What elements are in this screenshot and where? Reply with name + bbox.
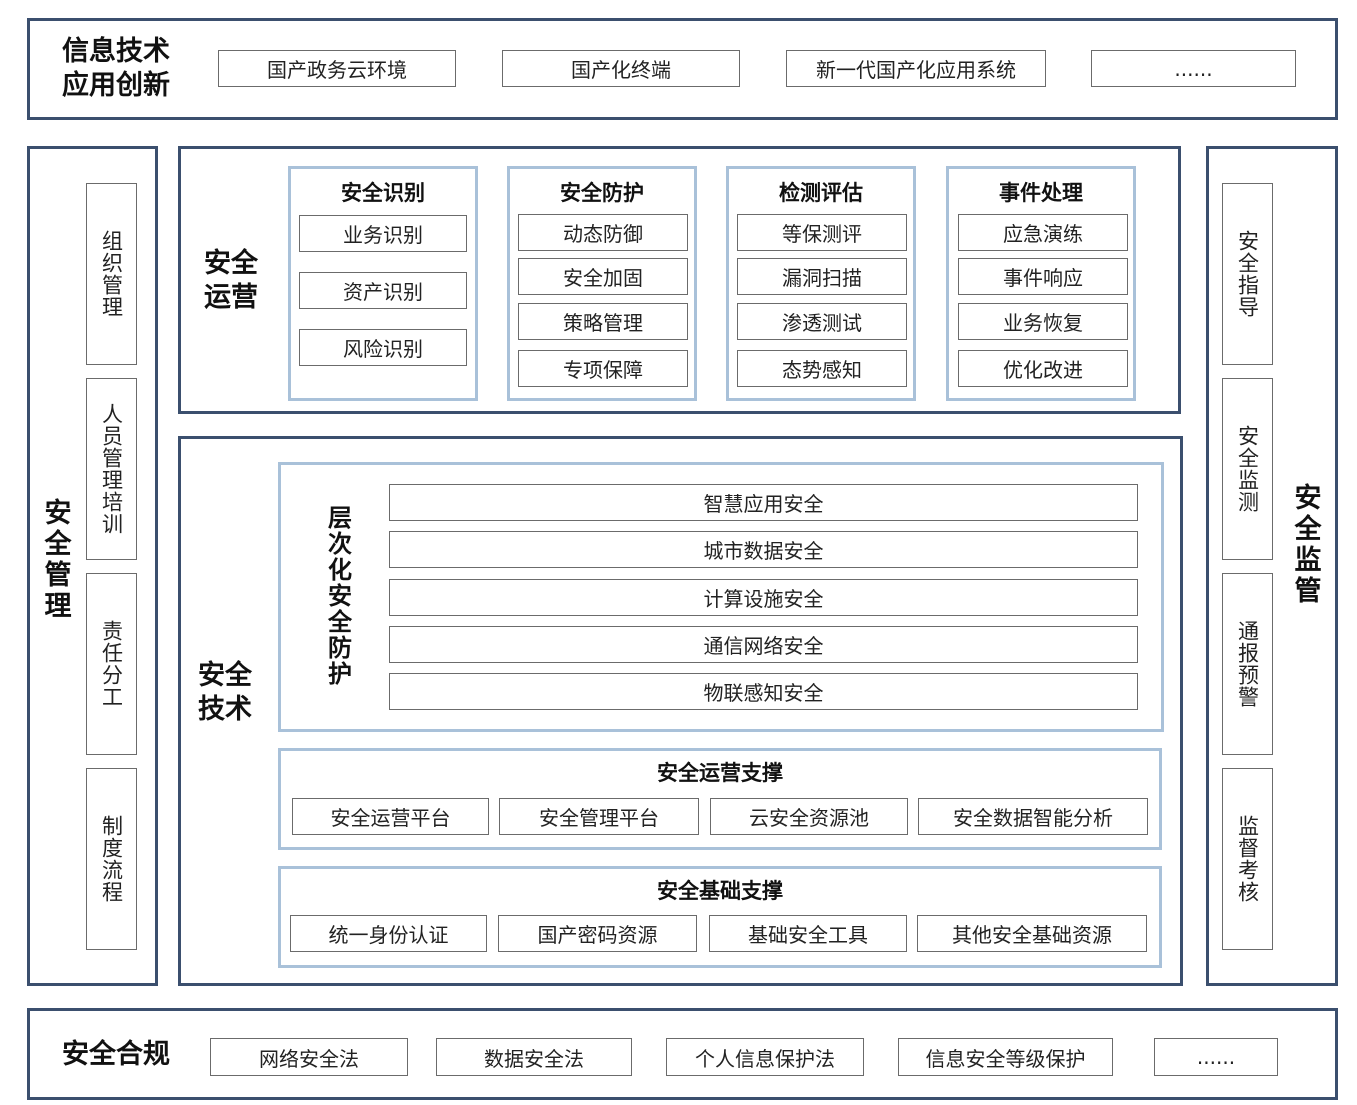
ops-protect-item-3: 策略管理 (518, 303, 688, 340)
ops-support-item-4: 安全数据智能分析 (918, 798, 1148, 835)
left-item-1-label: 组织管理 (99, 230, 124, 318)
ops-protect-item-1: 动态防御 (518, 214, 688, 251)
left-item-1: 组织管理 (86, 183, 137, 365)
bottom-item-5: ...... (1154, 1038, 1278, 1076)
layer-item-4: 通信网络安全 (389, 626, 1138, 663)
right-item-3-label: 通报预警 (1235, 620, 1260, 708)
ops-incident-item-1: 应急演练 (958, 214, 1128, 251)
ops-group-protect-title: 安全防护 (560, 181, 644, 205)
top-item-1: 国产政务云环境 (218, 50, 456, 87)
right-item-2: 安全监测 (1222, 378, 1273, 560)
left-item-2: 人员管理培训 (86, 378, 137, 560)
layer-item-1: 智慧应用安全 (389, 484, 1138, 521)
ops-identify-item-1: 业务识别 (299, 215, 467, 252)
bottom-item-1: 网络安全法 (210, 1038, 408, 1076)
bottom-item-2: 数据安全法 (436, 1038, 632, 1076)
right-column-title: 安全监管 (1280, 455, 1330, 635)
ops-protect-item-4: 专项保障 (518, 350, 688, 387)
layered-protection-title: 层次化安全防护 (312, 476, 364, 716)
top-item-2: 国产化终端 (502, 50, 740, 87)
ops-identify-item-2: 资产识别 (299, 272, 467, 309)
ops-assess-item-2: 漏洞扫描 (737, 258, 907, 295)
top-item-3: 新一代国产化应用系统 (786, 50, 1046, 87)
bottom-item-4: 信息安全等级保护 (898, 1038, 1113, 1076)
ops-identify-item-3: 风险识别 (299, 329, 467, 366)
bottom-item-3: 个人信息保护法 (666, 1038, 864, 1076)
right-item-2-label: 安全监测 (1235, 425, 1260, 513)
layer-item-3: 计算设施安全 (389, 579, 1138, 616)
ops-protect-item-2: 安全加固 (518, 258, 688, 295)
left-item-4: 制度流程 (86, 768, 137, 950)
bottom-row-title: 安全合规 (62, 1039, 170, 1071)
right-item-3: 通报预警 (1222, 573, 1273, 755)
base-support-title: 安全基础支撑 (657, 879, 783, 903)
layer-item-5: 物联感知安全 (389, 673, 1138, 710)
operations-title: 安全 运营 (204, 248, 258, 313)
top-row-title: 信息技术 应用创新 (62, 36, 170, 101)
ops-group-identify-title: 安全识别 (341, 181, 425, 205)
left-column-title: 安全管理 (30, 470, 80, 650)
base-support-item-3: 基础安全工具 (709, 915, 907, 952)
ops-incident-item-2: 事件响应 (958, 258, 1128, 295)
right-item-1: 安全指导 (1222, 183, 1273, 365)
layer-item-2: 城市数据安全 (389, 531, 1138, 568)
ops-incident-item-4: 优化改进 (958, 350, 1128, 387)
ops-incident-item-3: 业务恢复 (958, 303, 1128, 340)
ops-group-incident-title: 事件处理 (999, 181, 1083, 205)
base-support-item-2: 国产密码资源 (498, 915, 697, 952)
ops-assess-item-1: 等保测评 (737, 214, 907, 251)
ops-support-item-2: 安全管理平台 (499, 798, 699, 835)
base-support-item-4: 其他安全基础资源 (917, 915, 1147, 952)
top-item-4: ...... (1091, 50, 1296, 87)
left-column-title-text: 安全管理 (39, 498, 71, 622)
ops-support-item-3: 云安全资源池 (710, 798, 908, 835)
technology-title: 安全 技术 (198, 660, 252, 725)
right-item-4-label: 监督考核 (1235, 815, 1260, 903)
right-item-1-label: 安全指导 (1235, 230, 1260, 318)
right-item-4: 监督考核 (1222, 768, 1273, 950)
left-item-3-label: 责任分工 (99, 620, 124, 708)
left-item-4-label: 制度流程 (99, 815, 124, 903)
right-column-title-text: 安全监管 (1289, 483, 1321, 607)
ops-support-title: 安全运营支撑 (657, 761, 783, 785)
left-item-2-label: 人员管理培训 (99, 403, 124, 535)
ops-support-item-1: 安全运营平台 (292, 798, 489, 835)
ops-group-assess-title: 检测评估 (779, 181, 863, 205)
ops-assess-item-3: 渗透测试 (737, 303, 907, 340)
left-item-3: 责任分工 (86, 573, 137, 755)
layered-protection-title-text: 层次化安全防护 (323, 505, 352, 687)
ops-assess-item-4: 态势感知 (737, 350, 907, 387)
base-support-item-1: 统一身份认证 (290, 915, 487, 952)
